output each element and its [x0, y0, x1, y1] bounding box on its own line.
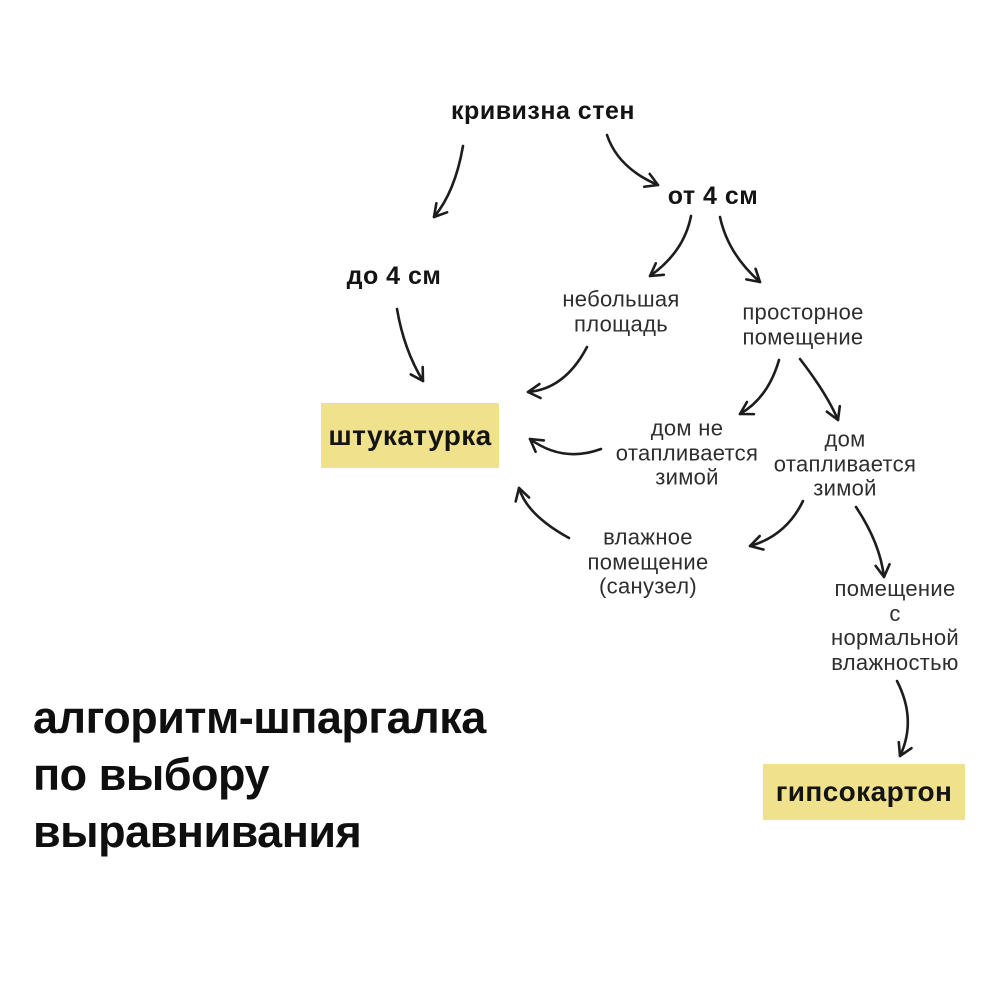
arrow-normal-humidity-to-drywall [895, 679, 913, 758]
node-from-4cm: от 4 см [667, 181, 759, 210]
node-spacious-room: просторное помещение [742, 299, 864, 349]
arrow-from4-to-spacious [718, 215, 762, 284]
node-up-to-4cm: до 4 см [346, 261, 442, 290]
arrow-not-heated-to-plaster [528, 437, 603, 456]
node-wet-room: влажное помещение (санузел) [587, 524, 709, 599]
page-title: алгоритм-шпаргалка по выбору выравнивани… [33, 692, 486, 857]
node-normal-humidity: помещение с нормальной влажностью [831, 576, 959, 675]
arrow-upto4-to-plaster [395, 307, 425, 383]
arrow-small-area-to-plaster [526, 345, 589, 400]
node-house-heated: дом отапливается зимой [773, 426, 917, 501]
result-label-drywall: гипсокартон [775, 776, 953, 807]
arrow-spacious-to-not-heated [738, 358, 781, 416]
arrow-heated-to-normal-humidity [854, 505, 891, 579]
arrow-from4-to-small-area [648, 214, 693, 278]
result-box-plaster: штукатурка [321, 403, 499, 468]
arrow-heated-to-wet [748, 499, 805, 551]
node-small-area: небольшая площадь [562, 286, 680, 336]
result-label-plaster: штукатурка [328, 419, 492, 451]
result-box-drywall: гипсокартон [763, 764, 965, 820]
node-house-not-heated: дом не отапливается зимой [615, 415, 759, 490]
arrow-root-to-from4 [605, 133, 660, 189]
arrow-root-to-upto4 [432, 144, 465, 219]
arrow-spacious-to-heated [798, 357, 842, 422]
node-wall-curvature: кривизна стен [451, 96, 635, 125]
arrow-wet-to-plaster [514, 486, 571, 540]
